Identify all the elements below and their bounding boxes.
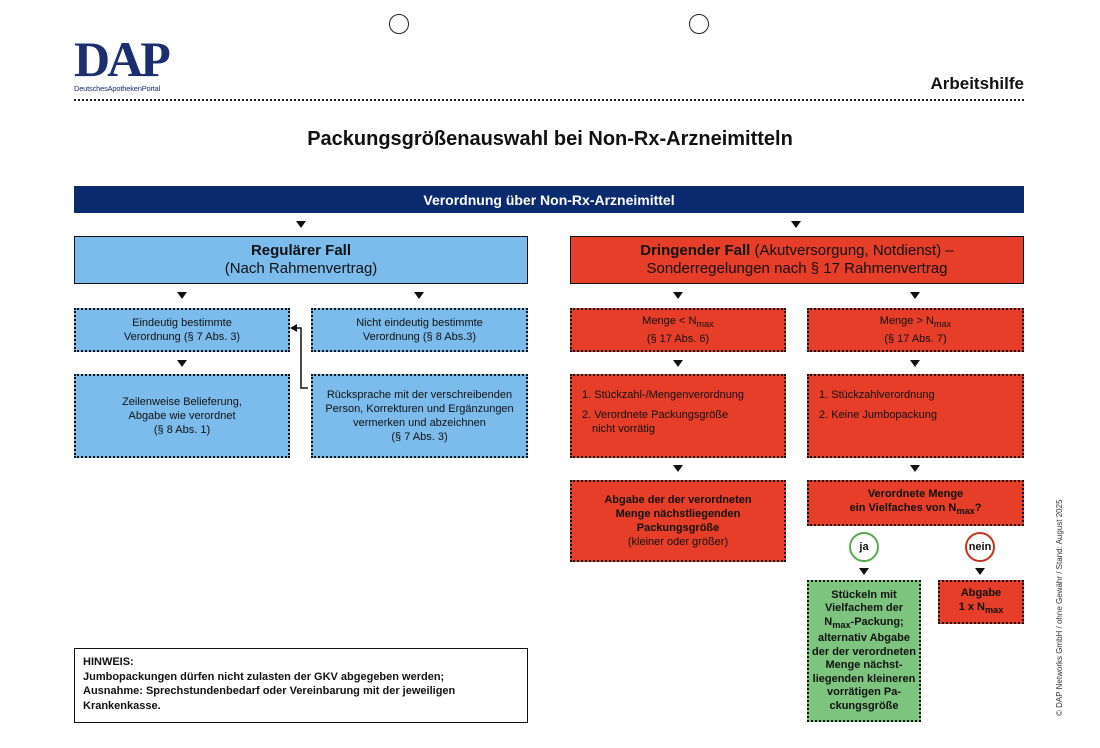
document-type: Arbeitshilfe [930,74,1024,93]
split-line4: alternativ Abgabe [818,632,910,645]
clear-result-line1: Zeilenweise Belieferung, [122,396,242,408]
split-line7: liegenden kleineren [812,672,916,685]
feedback-connector [290,324,308,389]
nearest-package-line4: (kleiner oder größer) [627,536,729,548]
split-line6: Menge nächst- [825,659,903,672]
header-divider [74,99,1024,101]
regular-case-subtitle: (Nach Rahmenvertrag) [224,260,378,277]
arrow-down-icon [910,360,920,367]
quantity-less-ref: (§ 17 Abs. 6) [646,332,710,345]
yes-circle: ja [849,532,879,562]
quantity-more-ref: (§ 17 Abs. 7) [884,332,947,345]
unclear-prescription-line2: Verordnung (§ 8 Abs.3) [362,331,477,343]
nearest-package-box: Abgabe der der verordneten Menge nächstl… [570,480,786,562]
multiple-question-box: Verordnete Menge ein Vielfaches von Nmax… [807,480,1024,526]
multiple-question-line1: Verordnete Menge [867,488,964,501]
top-box-label: Verordnung über Non-Rx-Arzneimittel [423,191,675,208]
quantity-less-sub: max [696,319,714,330]
single-nmax-sub: max [984,605,1004,616]
arrow-down-icon [673,292,683,299]
clear-result-line2: Abgabe wie verordnet [128,410,236,422]
quantity-less-box: Menge < Nmax (§ 17 Abs. 6) [570,308,786,352]
split-line9: ckungsgröße [829,699,899,712]
arrow-down-icon [673,360,683,367]
arrow-down-icon [859,568,869,575]
no-label: nein [968,541,992,553]
urgent-case-box: Dringender Fall (Akutversorgung, Notdien… [570,236,1024,284]
arrow-down-icon [910,465,920,472]
nearest-package-line1: Abgabe der der verordneten [604,494,752,506]
unclear-result-line3: vermerken und abzeichnen [353,417,486,429]
dap-logo-subtitle: DeutschesApothekenPortal [74,84,161,93]
arrow-down-icon [673,465,683,472]
split-line3-suffix: -Packung; [850,615,904,628]
yes-label: ja [859,541,869,553]
punch-hole-left [389,14,409,34]
split-line3-sub: max [832,619,851,630]
arrow-down-icon [414,292,424,299]
split-line5: der der verordneten [812,645,916,658]
top-box-prescription: Verordnung über Non-Rx-Arzneimittel [74,186,1024,213]
arrow-down-icon [791,221,801,228]
urgent-case-title: Dringender Fall [640,242,751,259]
multiple-question-prefix: ein Vielfaches von N [849,502,957,515]
clear-prescription-line1: Eindeutig bestimmte [132,317,232,329]
nearest-package-line2: Menge nächstliegenden [615,508,741,520]
multiple-question-suffix: ? [974,502,982,515]
split-line3-prefix: N [824,615,833,628]
page-title: Packungsgrößenauswahl bei Non-Rx-Arzneim… [307,128,793,150]
clear-prescription-box: Eindeutig bestimmte Verordnung (§ 7 Abs.… [74,308,290,352]
unclear-prescription-box: Nicht eindeutig bestimmte Verordnung (§ … [311,308,528,352]
regular-case-title: Regulärer Fall [250,242,352,259]
nearest-package-line3: Packungsgröße [636,522,720,534]
arrow-down-icon [177,292,187,299]
quantity-more-box: Menge > Nmax (§ 17 Abs. 7) [807,308,1024,352]
unclear-result-line1: Rücksprache mit der verschreibenden [326,389,513,401]
arrow-down-icon [910,292,920,299]
single-nmax-box: Abgabe 1 x Nmax [938,580,1024,624]
unclear-result-line2: Person, Korrekturen und Ergänzungen [325,403,514,415]
split-line1: Stückeln mit [831,588,897,601]
quantity-less-list-box: 1. Stückzahl-/Mengenverordnung 2. Verord… [570,374,786,458]
hint-title: HINWEIS: [83,656,134,668]
quantity-more-list-box: 1. Stückzahlverordnung 2. Keine Jumbopac… [807,374,1024,458]
arrow-down-icon [177,360,187,367]
clear-result-box: Zeilenweise Belieferung, Abgabe wie vero… [74,374,290,458]
dap-logo: DAP [74,31,171,87]
hint-line1: Jumbopackungen dürfen nicht zulasten der… [83,670,445,683]
quantity-more-sub: max [933,319,952,330]
quantity-less-item2b: nicht vorrätig [592,423,655,435]
unclear-result-line4: (§ 7 Abs. 3) [391,431,448,443]
no-circle: nein [965,532,995,562]
quantity-more-prefix: Menge > N [879,315,934,328]
quantity-more-item1: 1. Stückzahlverordnung [819,389,935,401]
split-package-box: Stückeln mit Vielfachem der Nmax-Packung… [807,580,921,722]
quantity-less-item2a: 2. Verordnete Packungsgröße [582,409,729,421]
single-nmax-line1: Abgabe [960,587,1002,600]
urgent-case-subtitle: Sonderregelungen nach § 17 Rahmenvertrag [646,260,948,277]
hint-line2: Ausnahme: Sprechstundenbedarf oder Verei… [83,685,456,697]
hint-line3: Krankenkasse. [83,699,161,712]
punch-hole-right [689,14,709,34]
clear-prescription-line2: Verordnung (§ 7 Abs. 3) [123,331,241,343]
split-line2: Vielfachem der [824,602,904,615]
unclear-result-box: Rücksprache mit der verschreibenden Pers… [311,374,528,458]
multiple-question-sub: max [956,506,975,517]
clear-result-line3: (§ 8 Abs. 1) [153,424,211,436]
quantity-less-item1: 1. Stückzahl-/Mengenverordnung [582,389,745,401]
unclear-prescription-line1: Nicht eindeutig bestimmte [356,317,483,329]
quantity-more-item2: 2. Keine Jumbopackung [819,409,938,421]
copyright-sidenote: © DAP Networks GmbH / ohne Gewähr / Stan… [1055,499,1064,716]
single-nmax-prefix: 1 x N [958,601,985,614]
arrow-down-icon [296,221,306,228]
arrow-down-icon [975,568,985,575]
quantity-less-prefix: Menge < N [642,315,697,328]
regular-case-box: Regulärer Fall (Nach Rahmenvertrag) [74,236,528,284]
urgent-case-title-rest: (Akutversorgung, Notdienst) – [750,242,954,259]
hint-box: HINWEIS: Jumbopackungen dürfen nicht zul… [74,648,528,723]
split-line8: vorrätigen Pa- [827,686,901,699]
